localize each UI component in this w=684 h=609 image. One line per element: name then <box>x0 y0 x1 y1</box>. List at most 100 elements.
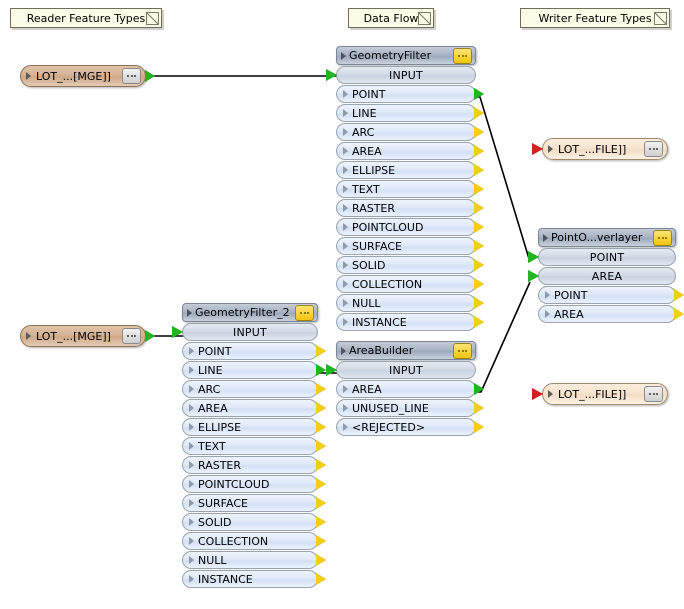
port-input-input[interactable]: INPUT <box>172 323 318 341</box>
triangle-right-icon[interactable] <box>343 318 348 326</box>
port-output-text[interactable]: TEXT <box>336 180 484 198</box>
port-output-ellipse[interactable]: ELLIPSE <box>336 161 484 179</box>
output-port-flag[interactable] <box>316 497 326 509</box>
triangle-right-icon[interactable] <box>343 242 348 250</box>
output-port-flag[interactable] <box>316 345 326 357</box>
output-port-flag[interactable] <box>474 183 484 195</box>
collapse-fold-icon[interactable] <box>146 12 159 25</box>
port-output-pointcloud[interactable]: POINTCLOUD <box>182 475 326 493</box>
ellipsis-icon[interactable] <box>644 141 663 157</box>
ellipsis-icon[interactable] <box>453 47 472 64</box>
ellipsis-icon[interactable] <box>122 328 141 344</box>
port-output-text[interactable]: TEXT <box>182 437 326 455</box>
reader-feature-type-1[interactable]: LOT_...[MGE]] <box>20 65 155 87</box>
section-tab-data-flow[interactable]: Data Flow <box>348 8 434 28</box>
ellipsis-icon[interactable] <box>295 304 314 321</box>
transformer-header[interactable]: GeometryFilter <box>336 46 476 65</box>
port-input-input[interactable]: INPUT <box>326 66 476 84</box>
output-port-flag[interactable] <box>474 240 484 252</box>
output-port-flag[interactable] <box>474 259 484 271</box>
triangle-right-icon[interactable] <box>189 537 194 545</box>
output-port-flag[interactable] <box>145 330 155 342</box>
output-port-flag[interactable] <box>474 221 484 233</box>
reader-feature-type-2[interactable]: LOT_...[MGE]] <box>20 325 155 347</box>
triangle-right-icon[interactable] <box>189 575 194 583</box>
ellipsis-icon[interactable] <box>122 68 141 84</box>
port-output-unused_line[interactable]: UNUSED_LINE <box>336 399 484 417</box>
triangle-right-icon[interactable] <box>189 518 194 526</box>
output-port-flag[interactable] <box>474 421 484 433</box>
output-port-flag[interactable] <box>674 289 684 301</box>
output-port-flag[interactable] <box>316 364 326 376</box>
port-output-point[interactable]: POINT <box>182 342 326 360</box>
transformer-header[interactable]: AreaBuilder <box>336 341 476 360</box>
triangle-right-icon[interactable] <box>548 390 553 398</box>
port-output-pointcloud[interactable]: POINTCLOUD <box>336 218 484 236</box>
output-port-flag[interactable] <box>474 164 484 176</box>
output-port-flag[interactable] <box>474 383 484 395</box>
triangle-right-icon[interactable] <box>343 204 348 212</box>
port-input-area[interactable]: AREA <box>528 267 676 285</box>
triangle-right-icon[interactable] <box>545 310 550 318</box>
output-port-flag[interactable] <box>316 402 326 414</box>
triangle-right-icon[interactable] <box>189 442 194 450</box>
output-port-flag[interactable] <box>474 316 484 328</box>
triangle-right-icon[interactable] <box>343 261 348 269</box>
triangle-right-icon[interactable] <box>189 556 194 564</box>
output-port-flag[interactable] <box>316 421 326 433</box>
triangle-right-icon[interactable] <box>189 347 194 355</box>
triangle-right-icon[interactable] <box>341 346 346 355</box>
ellipsis-icon[interactable] <box>453 342 472 359</box>
input-port-flag[interactable] <box>532 388 543 400</box>
port-output-area[interactable]: AREA <box>336 142 484 160</box>
port-output-line[interactable]: LINE <box>336 104 484 122</box>
port-output-ellipse[interactable]: ELLIPSE <box>182 418 326 436</box>
port-output-area[interactable]: AREA <box>336 380 484 398</box>
port-output-raster[interactable]: RASTER <box>182 456 326 474</box>
collapse-fold-icon[interactable] <box>654 12 667 25</box>
transformer-header[interactable]: GeometryFilter_2 <box>182 303 318 322</box>
output-port-flag[interactable] <box>316 478 326 490</box>
port-output-line[interactable]: LINE <box>182 361 326 379</box>
triangle-right-icon[interactable] <box>343 90 348 98</box>
triangle-right-icon[interactable] <box>187 308 192 317</box>
triangle-right-icon[interactable] <box>189 499 194 507</box>
triangle-right-icon[interactable] <box>343 385 348 393</box>
triangle-right-icon[interactable] <box>189 480 194 488</box>
triangle-right-icon[interactable] <box>548 145 553 153</box>
ellipsis-icon[interactable] <box>653 229 672 246</box>
connection-c2[interactable] <box>470 96 531 263</box>
port-output-collection[interactable]: COLLECTION <box>182 532 326 550</box>
triangle-right-icon[interactable] <box>189 385 194 393</box>
input-port-flag[interactable] <box>172 326 183 338</box>
triangle-right-icon[interactable] <box>26 332 31 340</box>
triangle-right-icon[interactable] <box>343 109 348 117</box>
output-port-flag[interactable] <box>674 308 684 320</box>
input-port-flag[interactable] <box>326 69 337 81</box>
output-port-flag[interactable] <box>316 535 326 547</box>
port-output-solid[interactable]: SOLID <box>336 256 484 274</box>
port-output-surface[interactable]: SURFACE <box>336 237 484 255</box>
triangle-right-icon[interactable] <box>189 404 194 412</box>
port-output-collection[interactable]: COLLECTION <box>336 275 484 293</box>
triangle-right-icon[interactable] <box>343 280 348 288</box>
section-tab-reader-feature-types[interactable]: Reader Feature Types <box>10 8 162 28</box>
triangle-right-icon[interactable] <box>343 185 348 193</box>
output-port-flag[interactable] <box>316 440 326 452</box>
port-output-area[interactable]: AREA <box>538 305 684 323</box>
triangle-right-icon[interactable] <box>343 166 348 174</box>
triangle-right-icon[interactable] <box>343 147 348 155</box>
triangle-right-icon[interactable] <box>545 291 550 299</box>
input-port-flag[interactable] <box>532 143 543 155</box>
triangle-right-icon[interactable] <box>189 461 194 469</box>
triangle-right-icon[interactable] <box>543 233 548 242</box>
output-port-flag[interactable] <box>474 107 484 119</box>
output-port-flag[interactable] <box>474 297 484 309</box>
output-port-flag[interactable] <box>474 88 484 100</box>
port-output-arc[interactable]: ARC <box>336 123 484 141</box>
port-output-null[interactable]: NULL <box>182 551 326 569</box>
port-output-instance[interactable]: INSTANCE <box>336 313 484 331</box>
